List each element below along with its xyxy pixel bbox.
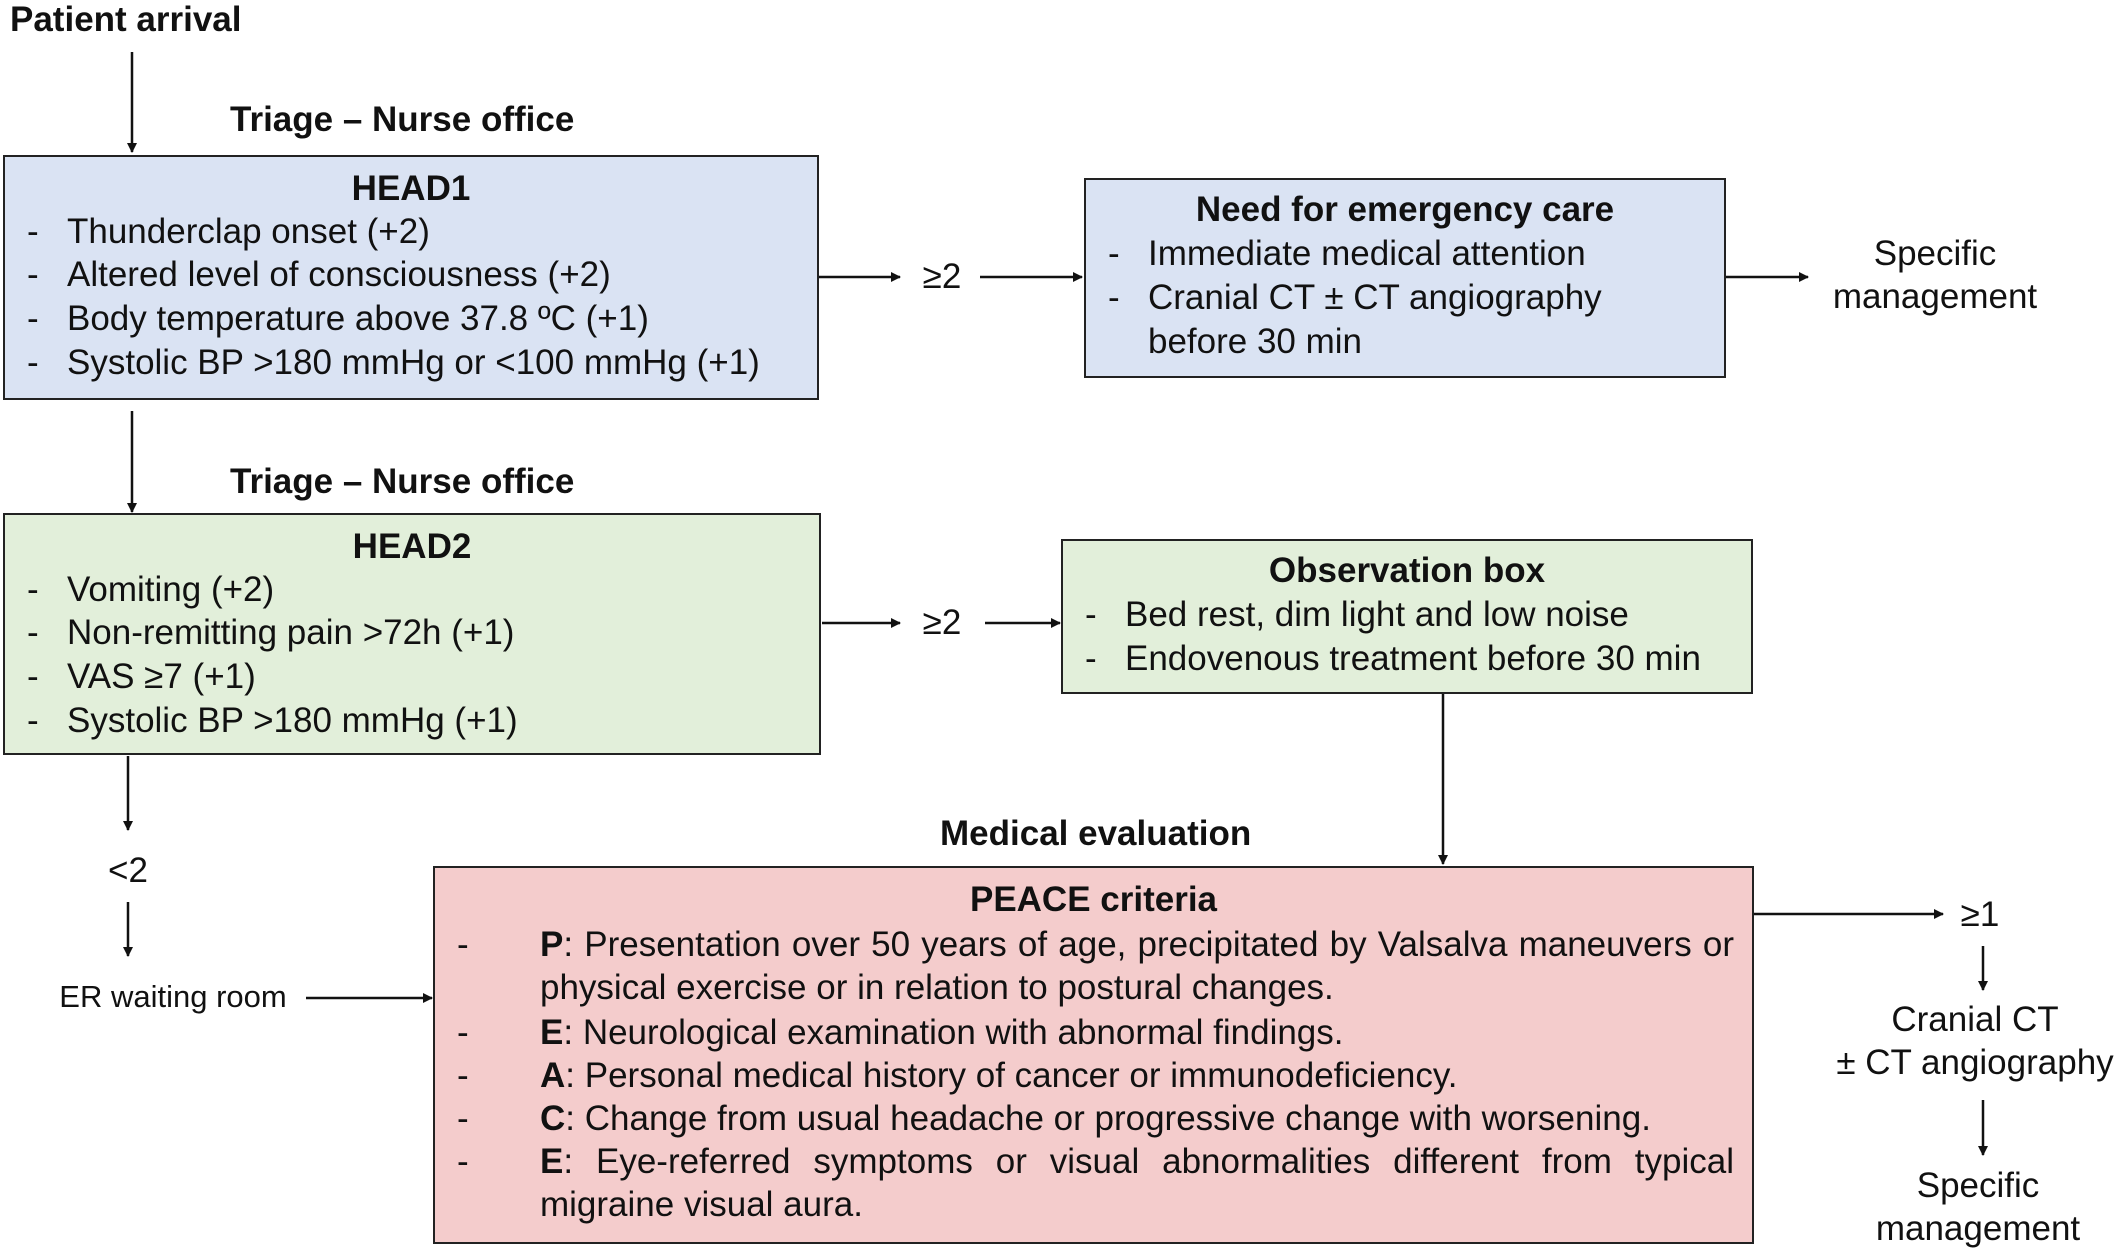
bullet-dash: -	[457, 1013, 469, 1052]
emergency-care-item: Immediate medical attention	[1148, 234, 1586, 273]
observation-item: Bed rest, dim light and low noise	[1125, 595, 1629, 634]
peace-letter: E	[540, 1013, 564, 1052]
cranial-ct-line: Cranial CT	[1891, 1000, 2059, 1039]
observation-title: Observation box	[1268, 551, 1546, 590]
peace-item-text: E: Eye-referred symptoms or visual abnor…	[540, 1142, 1734, 1224]
head2-item: Vomiting (+2)	[67, 570, 275, 609]
observation-item: Endovenous treatment before 30 min	[1125, 639, 1701, 678]
head2-item: Systolic BP >180 mmHg (+1)	[67, 701, 518, 740]
peace-criteria-title: PEACE criteria	[969, 880, 1218, 919]
peace-threshold: ≥1	[1960, 895, 2000, 934]
head1-threshold: ≥2	[922, 257, 962, 296]
peace-letter: A	[540, 1056, 566, 1095]
head2-box: HEAD2 - Vomiting (+2) - Non-remitting pa…	[3, 513, 821, 755]
bullet-dash: -	[27, 570, 39, 609]
peace-letter: C	[540, 1099, 566, 1138]
bullet-dash: -	[27, 299, 39, 338]
head1-item: Body temperature above 37.8 ºC (+1)	[67, 299, 649, 338]
head1-item: Altered level of consciousness (+2)	[67, 255, 611, 294]
cranial-ct: Cranial CT ± CT angiography	[1825, 998, 2125, 1084]
bullet-dash: -	[27, 613, 39, 652]
peace-criteria-box: PEACE criteria - P: Presentation over 50…	[433, 866, 1754, 1244]
specific-management-2: Specific management	[1858, 1164, 2098, 1250]
specific-management-line: Specific	[1873, 234, 1997, 273]
peace-item-c-text: Change from usual headache or progressiv…	[584, 1099, 1651, 1138]
peace-item-a-text: Personal medical history of cancer or im…	[584, 1056, 1458, 1095]
medical-evaluation-label: Medical evaluation	[940, 814, 1252, 853]
triage-label-2: Triage – Nurse office	[230, 462, 575, 501]
observation-box: Observation box - Bed rest, dim light an…	[1061, 539, 1753, 694]
bullet-dash: -	[1108, 278, 1120, 317]
peace-item-text: P: Presentation over 50 years of age, pr…	[540, 925, 1734, 1007]
head2-threshold: ≥2	[922, 603, 962, 642]
emergency-care-item: Cranial CT ± CT angiography	[1148, 278, 1602, 317]
head2-item: VAS ≥7 (+1)	[67, 657, 256, 696]
bullet-dash: -	[457, 1142, 469, 1181]
emergency-care-title: Need for emergency care	[1195, 190, 1615, 229]
bullet-dash: -	[1085, 639, 1097, 678]
head1-title: HEAD1	[351, 169, 471, 208]
peace-item-p-text: Presentation over 50 years of age, preci…	[540, 925, 1734, 1007]
head1-box: HEAD1 - Thunderclap onset (+2) - Altered…	[3, 155, 819, 400]
specific-management-1: Specific management	[1815, 232, 2055, 318]
bullet-dash: -	[457, 1056, 469, 1095]
triage-label-1: Triage – Nurse office	[230, 100, 575, 139]
emergency-care-box: Need for emergency care - Immediate medi…	[1084, 178, 1726, 378]
er-waiting-room: ER waiting room	[59, 979, 287, 1014]
bullet-dash: -	[1085, 595, 1097, 634]
bullet-dash: -	[27, 701, 39, 740]
bullet-dash: -	[27, 343, 39, 382]
head1-item: Thunderclap onset (+2)	[67, 212, 430, 251]
peace-item-text: C: Change from usual headache or progres…	[540, 1099, 1651, 1138]
specific-management-line: management	[1875, 1209, 2081, 1248]
head1-item: Systolic BP >180 mmHg or <100 mmHg (+1)	[67, 343, 760, 382]
peace-item-text: A: Personal medical history of cancer or…	[540, 1056, 1458, 1095]
bullet-dash: -	[457, 1099, 469, 1138]
bullet-dash: -	[457, 925, 469, 964]
low-threshold: <2	[108, 851, 148, 890]
peace-letter: P	[540, 925, 564, 964]
cranial-ct-line: ± CT angiography	[1836, 1043, 2114, 1082]
peace-item-e1-text: Neurological examination with abnormal f…	[582, 1013, 1344, 1052]
bullet-dash: -	[27, 657, 39, 696]
specific-management-line: Specific	[1916, 1166, 2040, 1205]
bullet-dash: -	[27, 255, 39, 294]
peace-letter: E	[540, 1142, 564, 1181]
start-label: Patient arrival	[10, 0, 242, 39]
peace-item-e2-text: Eye-referred symptoms or visual abnormal…	[540, 1142, 1734, 1224]
peace-item-text: E: Neurological examination with abnorma…	[540, 1013, 1344, 1052]
specific-management-line: management	[1832, 277, 2038, 316]
head2-title: HEAD2	[352, 527, 472, 566]
bullet-dash: -	[27, 212, 39, 251]
head2-item: Non-remitting pain >72h (+1)	[67, 613, 515, 652]
bullet-dash: -	[1108, 234, 1120, 273]
emergency-care-item: before 30 min	[1148, 322, 1363, 361]
